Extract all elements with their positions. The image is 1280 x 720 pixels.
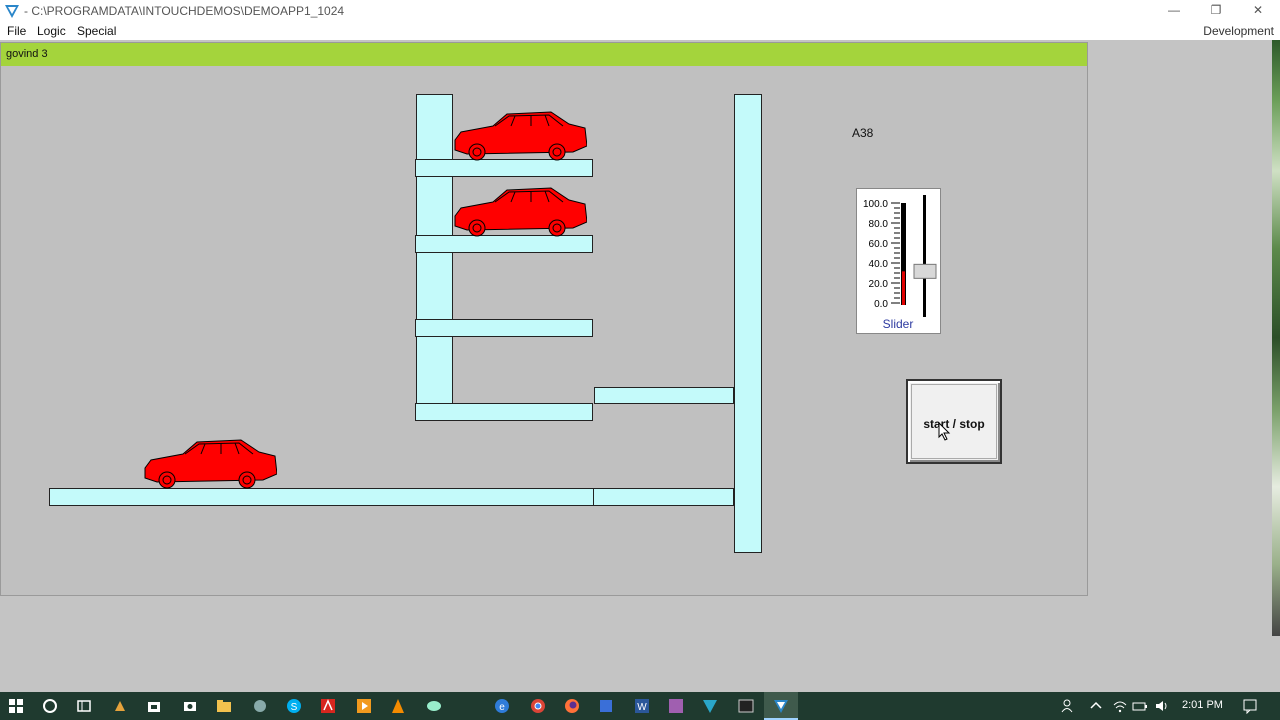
intouch-app-icon [5,5,19,18]
slider-widget: 100.0 80.0 60.0 40.0 20.0 0.0 Slider [856,188,941,334]
app3-icon[interactable] [668,698,684,714]
media-icon[interactable] [356,698,372,714]
firefox-icon[interactable] [564,698,580,714]
intouch-window-icon[interactable] [773,698,789,714]
camera-icon[interactable] [182,698,198,714]
slider-label: Slider [882,317,914,331]
wifi-icon[interactable] [1112,698,1128,714]
start-stop-button-inner [911,384,997,459]
minimize-button[interactable]: — [1168,3,1180,17]
restore-button[interactable]: ❐ [1210,3,1222,17]
notifications-icon[interactable] [1242,698,1258,714]
slider-tick-80: 80.0 [869,219,889,230]
ground-conveyor [49,488,594,506]
hmi-window-title: govind 3 [6,48,48,60]
car-level-1 [454,111,587,161]
title-bar: - C:\PROGRAMDATA\INTOUCHDEMOS\DEMOAPP1_1… [0,0,1280,22]
task-view-icon[interactable] [76,698,92,714]
start-stop-label: start / stop [923,417,985,431]
network-icon[interactable] [252,698,268,714]
intouch-icon[interactable] [702,698,718,714]
car-ground [144,439,277,489]
parking-level-4 [415,403,593,421]
chevron-up-icon[interactable] [1088,698,1104,714]
elevator-shaft [734,94,762,553]
menu-bar: File Logic Special Development [0,22,1280,40]
vlc-icon[interactable] [390,698,406,714]
hmi-window-caption[interactable]: govind 3 [1,43,1087,66]
slider-tick-0: 0.0 [874,299,888,310]
skype-icon[interactable]: S [286,698,302,714]
parking-level-1 [415,159,593,177]
menu-file[interactable]: File [7,24,27,38]
slider-track [901,203,906,305]
volume-icon[interactable] [1154,698,1170,714]
svg-text:e: e [499,702,505,713]
tag-label: A38 [852,126,874,140]
ground-lift-platform [593,488,734,506]
store-icon[interactable] [146,698,162,714]
battery-icon[interactable] [1132,698,1148,714]
slider-tick-20: 20.0 [869,279,889,290]
chrome-icon[interactable] [530,698,546,714]
app-icon[interactable] [112,698,128,714]
terminal-icon[interactable] [738,698,754,714]
close-button[interactable]: ✕ [1252,3,1264,17]
slider-tick-40: 40.0 [869,259,889,270]
window-title: - C:\PROGRAMDATA\INTOUCHDEMOS\DEMOAPP1_1… [24,4,345,18]
word-icon[interactable]: W [634,698,650,714]
desktop-wallpaper-edge [1272,40,1280,636]
edge-icon[interactable]: e [494,698,510,714]
slider-tick-100: 100.0 [863,199,888,210]
taskbar-clock[interactable]: 2:01 PM [1182,699,1223,711]
car-level-2 [454,187,587,237]
people-icon[interactable] [1060,698,1076,714]
app2-icon[interactable] [598,698,614,714]
mouse-cursor-icon [938,422,951,441]
cortana-icon[interactable] [42,698,58,714]
development-mode-link[interactable]: Development [1203,24,1274,38]
slider-fill [902,271,905,305]
acrobat-icon[interactable] [320,698,336,714]
windows-start-icon[interactable] [8,698,24,714]
svg-text:W: W [637,702,647,713]
svg-text:S: S [291,702,298,713]
slider-tick-60: 60.0 [869,239,889,250]
slider-thumb[interactable] [913,263,937,279]
lift-platform [594,387,734,404]
file-explorer-icon[interactable] [216,698,232,714]
taskbar: S e W 2:01 PM [0,692,1280,720]
slider-rail [923,195,926,317]
menu-logic[interactable]: Logic [37,24,66,38]
parking-level-2 [415,235,593,253]
menu-special[interactable]: Special [77,24,117,38]
start-stop-button[interactable]: start / stop [906,379,1002,464]
paint-icon[interactable] [426,698,442,714]
parking-level-3 [415,319,593,337]
